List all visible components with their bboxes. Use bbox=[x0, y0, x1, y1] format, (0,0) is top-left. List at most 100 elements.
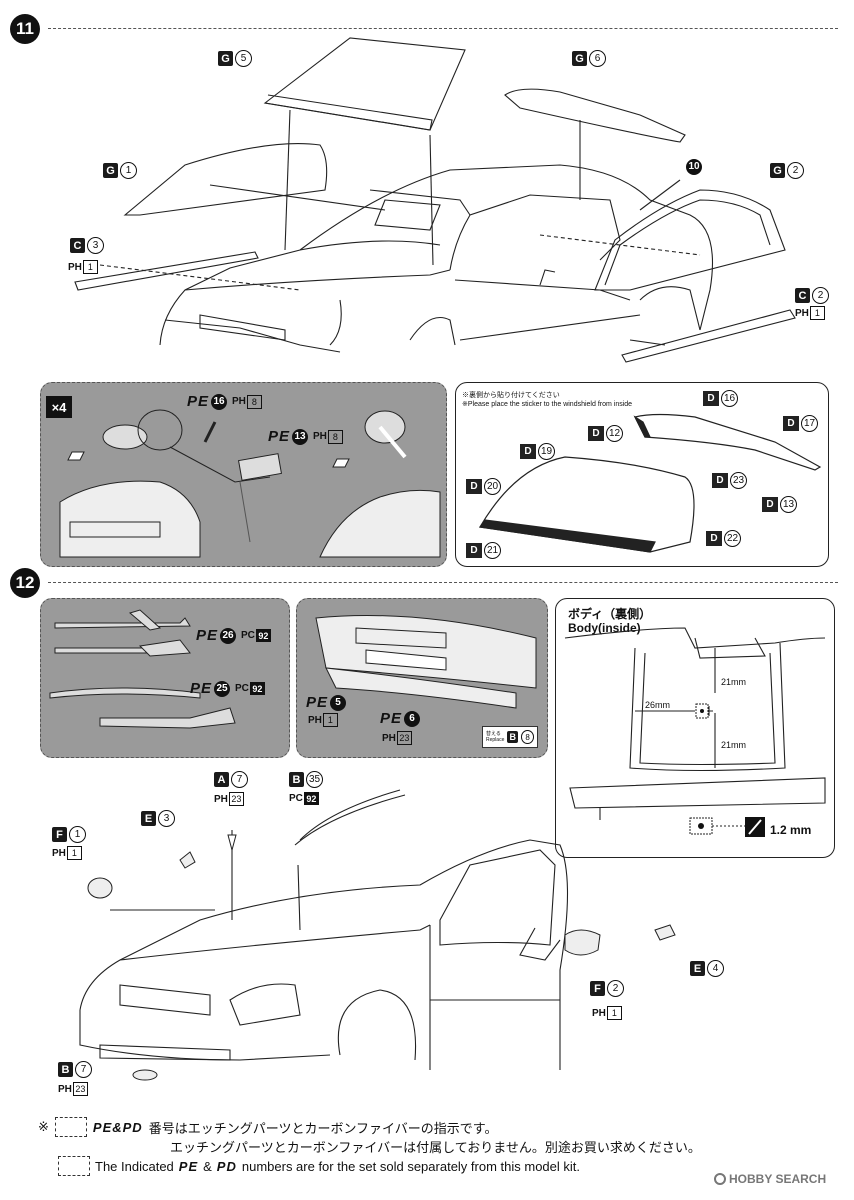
sub-num: 92 bbox=[255, 629, 271, 642]
part-letter: A bbox=[214, 772, 229, 787]
windshield-sticker-drawing bbox=[478, 413, 822, 553]
decal-letter: D bbox=[783, 416, 799, 431]
part-letter: G bbox=[770, 163, 785, 178]
footer-line-3: The Indicated PE & PD numbers are for th… bbox=[58, 1156, 580, 1176]
decal-letter: D bbox=[703, 391, 719, 406]
sub-num: 23 bbox=[396, 731, 412, 745]
part-letter: C bbox=[70, 238, 85, 253]
body-inside-drawing bbox=[564, 627, 826, 837]
pe-num: 25 bbox=[214, 680, 231, 697]
pe-num: 6 bbox=[404, 710, 421, 727]
sub-num: 23 bbox=[72, 1082, 88, 1096]
sub-label: PH bbox=[313, 431, 327, 442]
ref-num: 10 bbox=[686, 158, 702, 175]
sub-label: PH bbox=[52, 847, 66, 859]
car-body-illustration bbox=[74, 37, 796, 363]
car-front-illustration bbox=[79, 789, 676, 1081]
pe-text: PE bbox=[187, 393, 210, 410]
pe-panel-drawing bbox=[59, 409, 441, 558]
replace-jp: 替える bbox=[486, 731, 501, 737]
sub-label: PH bbox=[232, 396, 246, 407]
footer-en-post: numbers are for the set sold separately … bbox=[241, 1158, 581, 1174]
footer-jp-1: 番号はエッチングパーツとカーボンファイバーの指示です。 bbox=[148, 1120, 498, 1136]
pe-num: 16 bbox=[211, 393, 228, 410]
decal-letter: D bbox=[588, 426, 604, 441]
drill-size: 1.2 mm bbox=[770, 823, 812, 837]
pe-text: PE bbox=[306, 694, 329, 711]
footer-line-2: エッチングパーツとカーボンファイバーは付属しておりません。別途お買い求めください… bbox=[170, 1140, 701, 1155]
step-divider bbox=[48, 28, 838, 29]
step-number-11: 11 bbox=[10, 14, 40, 44]
part-num: 1 bbox=[69, 826, 86, 843]
part-num: 4 bbox=[707, 960, 724, 977]
pe-pd-label: PE&PD bbox=[92, 1119, 143, 1135]
dim-21mm-bottom: 21mm bbox=[721, 740, 747, 750]
part-num: 6 bbox=[589, 50, 606, 67]
part-letter: F bbox=[52, 827, 67, 842]
footer-pe: PE bbox=[178, 1158, 199, 1174]
decal-num: 16 bbox=[721, 390, 738, 407]
part-letter: E bbox=[141, 811, 156, 826]
decal-num: 21 bbox=[484, 542, 501, 559]
sub-num: 92 bbox=[303, 792, 319, 805]
part-letter: B bbox=[289, 772, 304, 787]
part-num: 2 bbox=[812, 287, 829, 304]
part-num: 3 bbox=[87, 237, 104, 254]
watermark-icon bbox=[714, 1173, 726, 1185]
dim-21mm-top: 21mm bbox=[721, 677, 747, 687]
sub-label: PH bbox=[58, 1083, 72, 1095]
placeholder-box bbox=[58, 1156, 90, 1176]
part-letter: G bbox=[103, 163, 118, 178]
footer-en-pre: The Indicated bbox=[95, 1158, 174, 1174]
sub-label: PH bbox=[214, 793, 228, 805]
part-num: 3 bbox=[158, 810, 175, 827]
sub-label: PH bbox=[382, 732, 396, 744]
pe-text: PE bbox=[190, 680, 213, 697]
part-letter: G bbox=[218, 51, 233, 66]
part-num: 2 bbox=[607, 980, 624, 997]
sub-label: PH bbox=[68, 261, 82, 273]
placeholder-box bbox=[54, 1117, 87, 1137]
sub-num: 8 bbox=[327, 429, 343, 444]
sub-label: PH bbox=[592, 1007, 606, 1019]
part-num: 35 bbox=[306, 771, 323, 788]
part-letter: C bbox=[795, 288, 810, 303]
decal-num: 23 bbox=[730, 472, 747, 489]
sub-label: PH bbox=[308, 714, 322, 726]
pe-num: 13 bbox=[292, 428, 309, 445]
part-num: 8 bbox=[521, 730, 534, 744]
body-title-jp: ボディ（裏側） bbox=[568, 607, 652, 621]
sub-label: PC bbox=[289, 793, 303, 804]
decal-letter: D bbox=[762, 497, 778, 512]
sticker-note-jp: ※裏側から貼り付けてください bbox=[462, 392, 560, 399]
decal-num: 17 bbox=[801, 415, 818, 432]
dim-26mm: 26mm bbox=[645, 700, 671, 710]
pe-text: PE bbox=[268, 428, 291, 445]
part-num: 2 bbox=[787, 162, 804, 179]
sub-label: PH bbox=[795, 307, 809, 319]
part-letter: B bbox=[507, 731, 519, 743]
